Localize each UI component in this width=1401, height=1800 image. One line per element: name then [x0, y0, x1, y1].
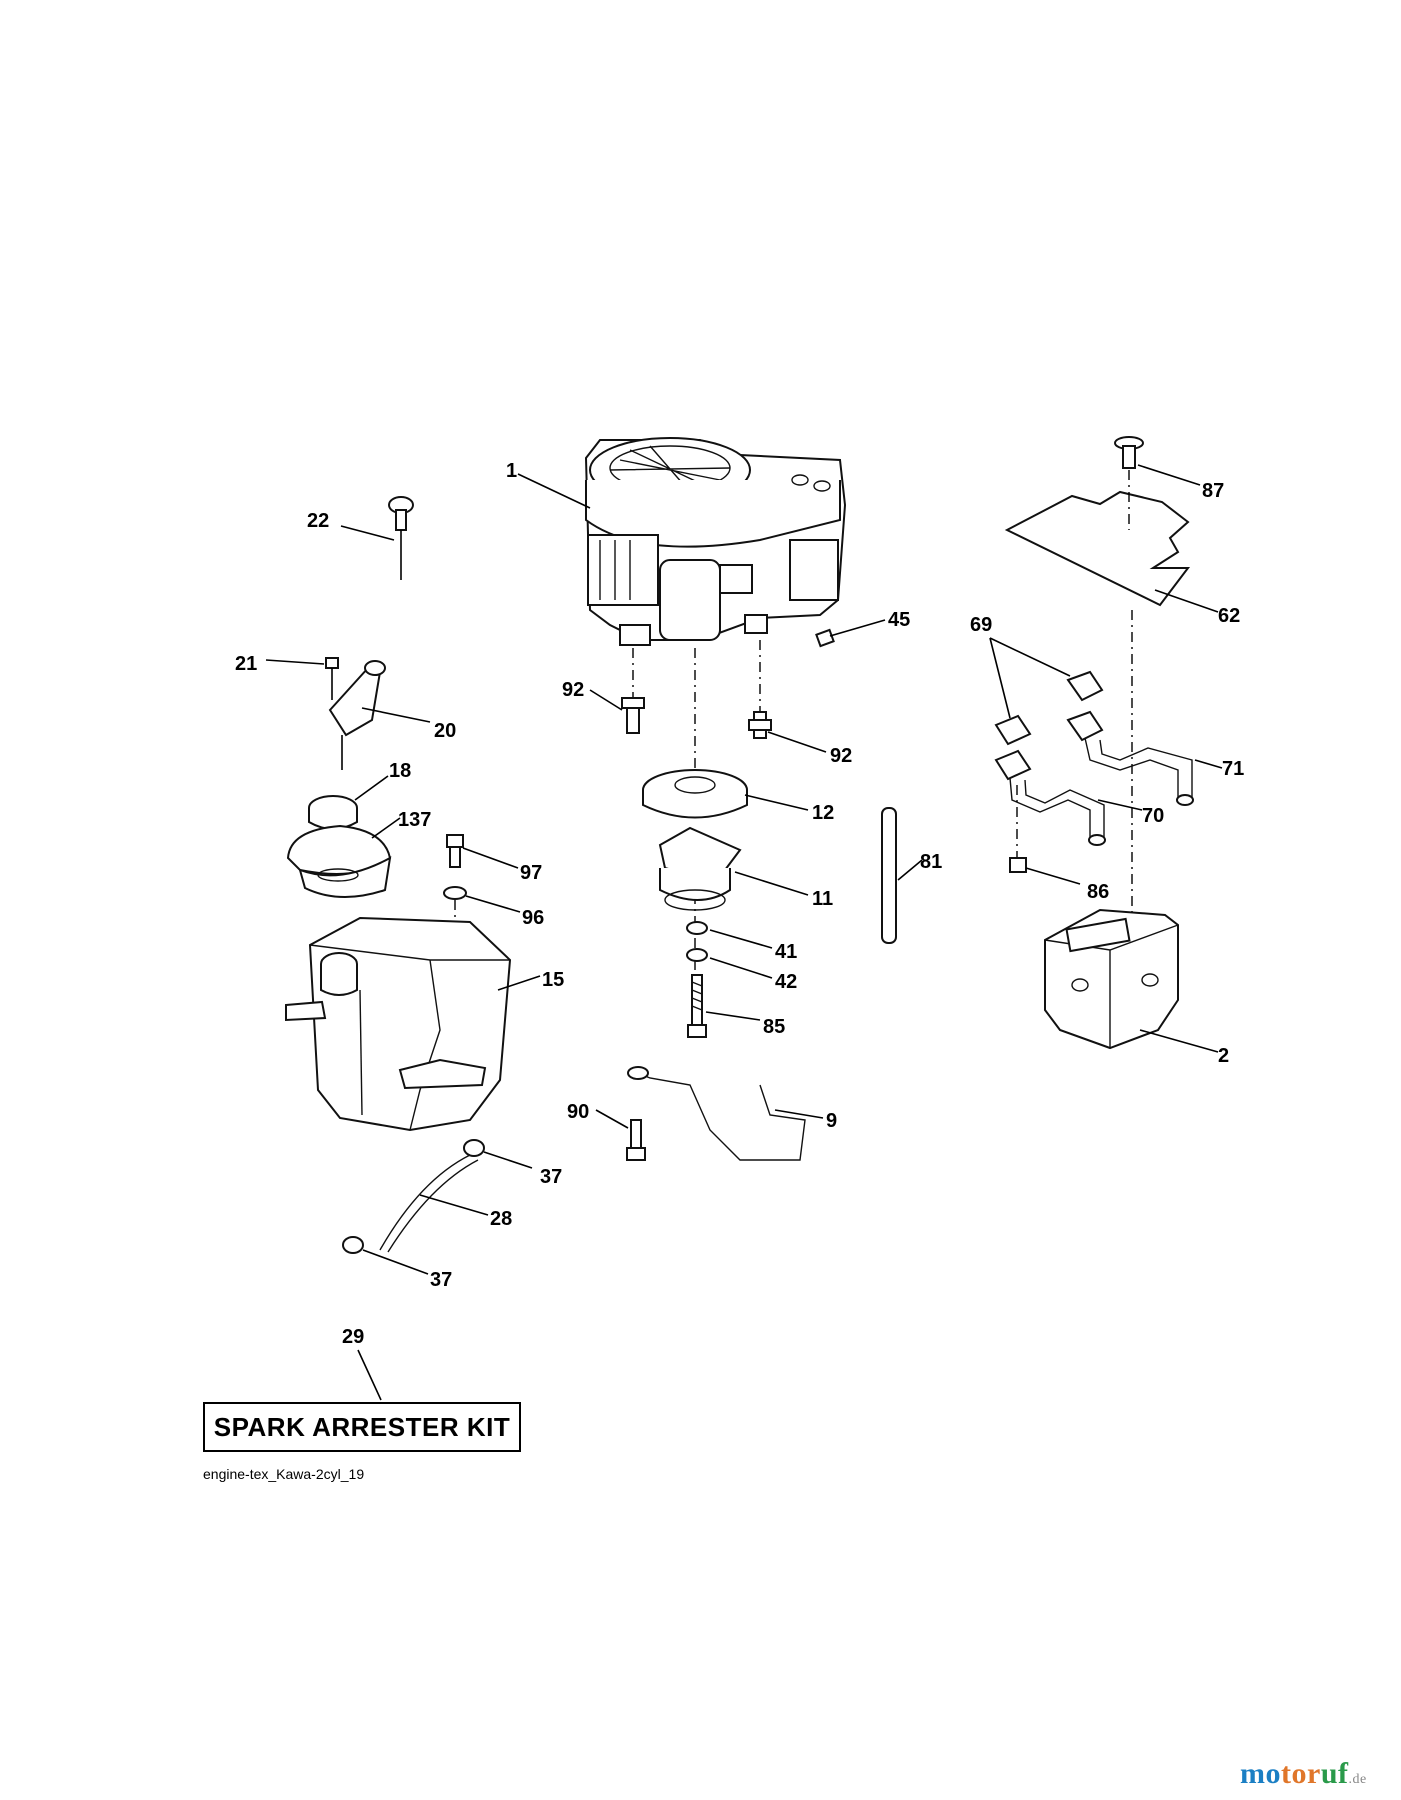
- spark-arrester-kit-box: SPARK ARRESTER KIT: [203, 1402, 521, 1452]
- callout-87: 87: [1202, 480, 1224, 502]
- drawing-code: engine-tex_Kawa-2cyl_19: [203, 1466, 365, 1482]
- callout-37-upper: 37: [540, 1166, 562, 1188]
- spark-arrester-kit-label: SPARK ARRESTER KIT: [213, 1411, 511, 1442]
- callout-92-right: 92: [830, 745, 852, 767]
- callout-97: 97: [520, 862, 542, 884]
- callout-20: 20: [434, 720, 456, 742]
- callout-12: 12: [812, 802, 834, 824]
- callout-85: 85: [763, 1016, 785, 1038]
- callout-69: 69: [970, 614, 992, 636]
- callout-90: 90: [567, 1101, 589, 1123]
- callout-2: 2: [1218, 1045, 1229, 1067]
- callout-41: 41: [775, 941, 797, 963]
- callout-86: 86: [1087, 881, 1109, 903]
- fuel-tank-part: [285, 916, 512, 1132]
- callout-37-lower: 37: [430, 1269, 452, 1291]
- watermark-logo: motoruf.de: [1240, 1757, 1367, 1790]
- callout-29: 29: [342, 1326, 364, 1348]
- callout-96: 96: [522, 907, 544, 929]
- callout-70: 70: [1142, 805, 1164, 827]
- callout-81: 81: [920, 851, 942, 873]
- callout-9: 9: [826, 1110, 837, 1132]
- callout-62: 62: [1218, 605, 1240, 627]
- callout-45: 45: [888, 609, 910, 631]
- callout-1: 1: [506, 460, 517, 482]
- engine-part: [584, 437, 847, 646]
- muffler-part: [1044, 908, 1179, 1050]
- callout-71: 71: [1222, 758, 1244, 780]
- callout-137: 137: [398, 809, 431, 831]
- callout-42: 42: [775, 971, 797, 993]
- callout-92-left: 92: [562, 679, 584, 701]
- callout-28: 28: [490, 1208, 512, 1230]
- callout-21: 21: [235, 653, 257, 675]
- callout-15: 15: [542, 969, 564, 991]
- callout-11: 11: [812, 888, 833, 910]
- callout-22: 22: [307, 510, 329, 532]
- callout-18: 18: [389, 760, 411, 782]
